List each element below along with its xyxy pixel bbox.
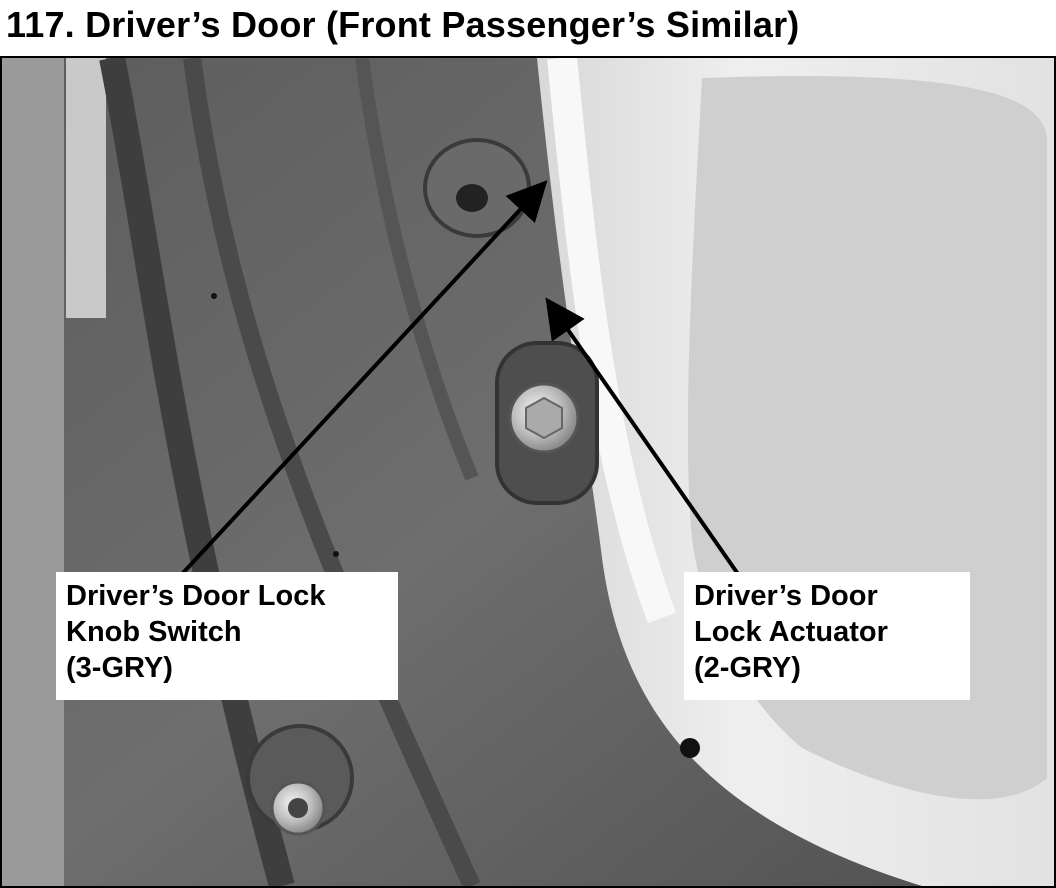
- lower-bolt-center: [288, 798, 308, 818]
- small-hole: [333, 551, 339, 557]
- knob-switch-callout: Driver’s Door Lock Knob Switch (3-GRY): [56, 572, 398, 700]
- callout-line: Driver’s Door: [694, 580, 878, 612]
- drain-hole: [680, 738, 700, 758]
- actuator-callout: Driver’s Door Lock Actuator (2-GRY): [684, 572, 970, 700]
- door-photo: [0, 56, 1056, 888]
- actuator-bolt-head: [525, 396, 563, 440]
- knob-switch-hole: [456, 184, 488, 212]
- callout-line: (2-GRY): [694, 652, 801, 684]
- door-panel-illustration: [2, 58, 1054, 886]
- callout-line: Driver’s Door Lock: [66, 580, 326, 612]
- callout-line: Lock Actuator: [694, 616, 888, 648]
- callout-line: (3-GRY): [66, 652, 173, 684]
- weatherstrip-top: [66, 58, 106, 318]
- page-title: 117. Driver’s Door (Front Passenger’s Si…: [6, 4, 800, 45]
- panel-ridge-outer: [99, 58, 295, 886]
- small-hole: [211, 293, 217, 299]
- door-edge-strip: [2, 58, 64, 886]
- callout-line: Knob Switch: [66, 616, 242, 648]
